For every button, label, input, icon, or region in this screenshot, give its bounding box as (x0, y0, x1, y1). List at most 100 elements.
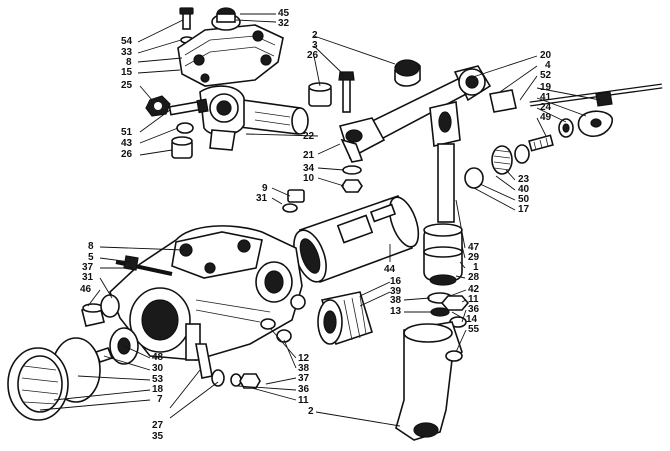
callout-35: 35 (152, 431, 164, 442)
callout-33: 33 (121, 47, 133, 58)
pitman-shaft-21 (199, 85, 309, 136)
washer-43 (176, 122, 194, 134)
nut-11 (440, 295, 470, 311)
callout-26-left: 26 (121, 149, 133, 160)
callout-22: 22 (303, 131, 315, 142)
housing-tube-44 (293, 194, 420, 284)
stud-5 (115, 255, 173, 276)
callout-38-low: 38 (298, 363, 310, 374)
callout-29: 29 (468, 252, 480, 263)
bracket-19 (577, 110, 614, 137)
ring-31 (100, 294, 120, 318)
callout-10: 10 (303, 173, 315, 184)
bushing-24 (558, 118, 574, 138)
callout-25: 25 (121, 80, 133, 91)
callout-36-low: 36 (298, 384, 310, 395)
washer-34 (342, 165, 362, 175)
callout-1: 1 (473, 262, 479, 273)
callout-49: 49 (540, 112, 552, 123)
callout-26-top: 26 (307, 50, 319, 61)
callout-4: 4 (545, 60, 551, 71)
callout-52: 52 (540, 70, 552, 81)
washer-37-low (211, 369, 225, 387)
callout-43: 43 (121, 138, 133, 149)
callout-31-low: 31 (82, 272, 94, 283)
cap-26-left (171, 136, 193, 159)
top-cover (177, 24, 284, 87)
callout-8-low: 8 (88, 241, 94, 252)
callout-2-top: 2 (312, 30, 318, 41)
callout-34: 34 (303, 163, 315, 174)
callout-37-low: 37 (298, 373, 310, 384)
bolt-51 (168, 98, 209, 116)
cap-26 (308, 82, 332, 107)
callout-30: 30 (152, 363, 164, 374)
callout-54: 54 (121, 36, 133, 47)
nut-45 (211, 7, 241, 31)
callout-18: 18 (152, 384, 164, 395)
washer-36-low (230, 373, 242, 387)
callout-7: 7 (157, 394, 163, 405)
callout-27: 27 (152, 420, 164, 431)
nut-10 (341, 179, 363, 193)
ring-17 (464, 167, 484, 189)
spring-23 (491, 144, 530, 175)
callout-12: 12 (298, 353, 310, 364)
callout-42: 42 (468, 284, 480, 295)
idler-arm-upper (429, 101, 461, 223)
leader-lines (39, 13, 601, 427)
callout-15: 15 (121, 67, 133, 78)
callout-48: 48 (152, 352, 164, 363)
callout-28: 28 (468, 272, 480, 283)
bolt-54 (179, 7, 194, 30)
bolt-3 (338, 71, 355, 113)
callout-50: 50 (518, 194, 530, 205)
pin-49 (528, 134, 554, 152)
callout-55: 55 (468, 324, 480, 335)
end-cover-7 (7, 347, 69, 421)
callout-41: 41 (540, 92, 552, 103)
callout-11-low: 11 (298, 395, 309, 406)
callout-44: 44 (384, 264, 396, 275)
callout-40: 40 (518, 184, 530, 195)
callout-38-center: 38 (390, 295, 402, 306)
gearbox-casing (109, 225, 306, 361)
callout-39: 39 (390, 286, 402, 297)
callout-51: 51 (121, 127, 133, 138)
lever-lower-21 (209, 129, 236, 151)
sleeve-39 (317, 291, 373, 346)
callout-3: 3 (312, 40, 318, 51)
callout-17: 17 (518, 204, 530, 215)
nut-11-low (239, 373, 261, 389)
callout-13: 13 (390, 306, 402, 317)
callout-47: 47 (468, 242, 480, 253)
callout-23: 23 (518, 174, 530, 185)
callout-45: 45 (278, 8, 290, 19)
callout-2-low: 2 (308, 406, 314, 417)
callout-16: 16 (390, 276, 402, 287)
callout-21: 21 (303, 150, 315, 161)
callout-32: 32 (278, 18, 290, 29)
callout-36-right: 36 (468, 304, 480, 315)
callout-11-right: 11 (468, 294, 479, 305)
callout-46: 46 (80, 284, 92, 295)
callout-14: 14 (466, 314, 478, 325)
callout-31-mid: 31 (256, 193, 268, 204)
callout-24: 24 (540, 102, 552, 113)
nut-25 (145, 95, 171, 117)
tie-rod-end-22 (338, 117, 386, 163)
sensor-9 (282, 189, 305, 213)
callout-53: 53 (152, 374, 164, 385)
callout-9: 9 (262, 183, 268, 194)
washer-12 (260, 318, 276, 330)
callout-37-left: 37 (82, 262, 94, 273)
callout-19: 19 (540, 82, 552, 93)
callout-20: 20 (540, 50, 552, 61)
callout-5: 5 (88, 252, 94, 263)
bolt-52 (489, 83, 663, 113)
idler-arm-lower (395, 321, 463, 441)
callout-8-top: 8 (126, 57, 132, 68)
damper-29 (423, 223, 463, 286)
